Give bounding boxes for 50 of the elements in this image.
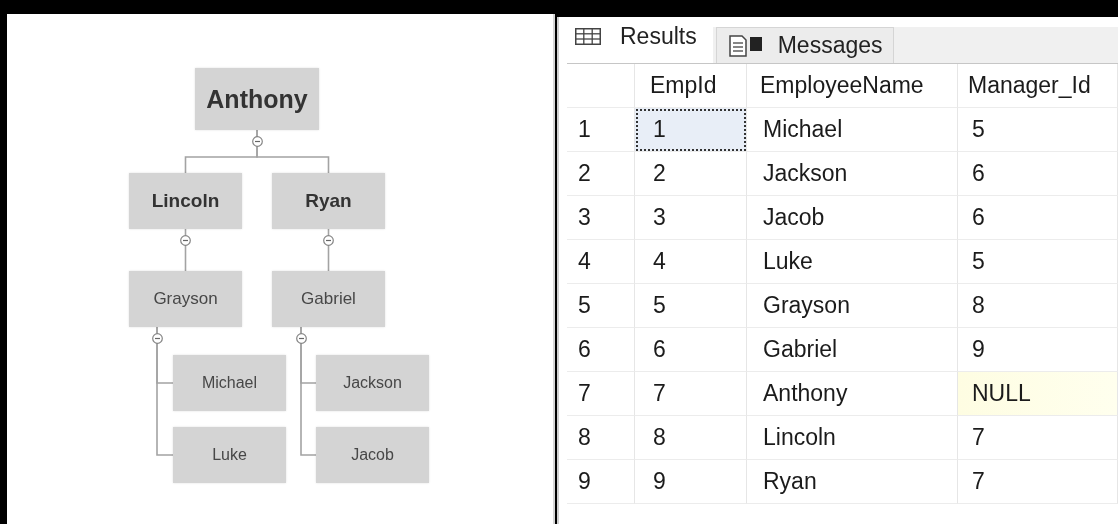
row-number: 9 (567, 460, 635, 504)
row-number: 7 (567, 372, 635, 416)
manager-id: NULL (958, 372, 1118, 416)
row-number: 4 (567, 240, 635, 284)
emp-id: 5 (635, 284, 747, 328)
manager-id: 5 (958, 108, 1118, 152)
connector-line (184, 228, 187, 272)
connector-line (300, 326, 317, 456)
emp-id: 3 (635, 196, 747, 240)
emp-id: 8 (635, 416, 747, 460)
row-number: 5 (567, 284, 635, 328)
employee-name: Ryan (747, 460, 958, 504)
employee-name: Grayson (747, 284, 958, 328)
row-number: 8 (567, 416, 635, 460)
connector-line (256, 129, 330, 174)
manager-id: 5 (958, 240, 1118, 284)
manager-id: 6 (958, 152, 1118, 196)
employee-node: Anthony (195, 68, 319, 130)
column-header: EmployeeName (747, 64, 958, 108)
employee-name: Michael (747, 108, 958, 152)
connector-line (156, 326, 174, 456)
emp-id: 6 (635, 328, 747, 372)
emp-id: 1 (635, 108, 747, 152)
emp-id: 4 (635, 240, 747, 284)
emp-id: 7 (635, 372, 747, 416)
employee-name: Luke (747, 240, 958, 284)
employee-node: Jackson (316, 355, 429, 411)
row-number: 6 (567, 328, 635, 372)
employee-name: Lincoln (747, 416, 958, 460)
employee-node: Gabriel (272, 271, 385, 327)
employee-name: Gabriel (747, 328, 958, 372)
employee-node: Michael (173, 355, 286, 411)
employee-node: Jacob (316, 427, 429, 483)
employee-node: Luke (173, 427, 286, 483)
employee-name: Jackson (747, 152, 958, 196)
emp-id: 2 (635, 152, 747, 196)
manager-id: 8 (958, 284, 1118, 328)
employee-node: Ryan (272, 173, 385, 229)
manager-id: 7 (958, 460, 1118, 504)
tab: Messages (715, 27, 894, 63)
row-number: 3 (567, 196, 635, 240)
manager-id: 7 (958, 416, 1118, 460)
manager-id: 6 (958, 196, 1118, 240)
column-header: Manager_Id (958, 64, 1118, 108)
employee-name: Jacob (747, 196, 958, 240)
employee-node: Grayson (129, 271, 242, 327)
employee-node: Lincoln (129, 173, 242, 229)
row-number: 2 (567, 152, 635, 196)
emp-id: 9 (635, 460, 747, 504)
connector-line (327, 228, 330, 272)
